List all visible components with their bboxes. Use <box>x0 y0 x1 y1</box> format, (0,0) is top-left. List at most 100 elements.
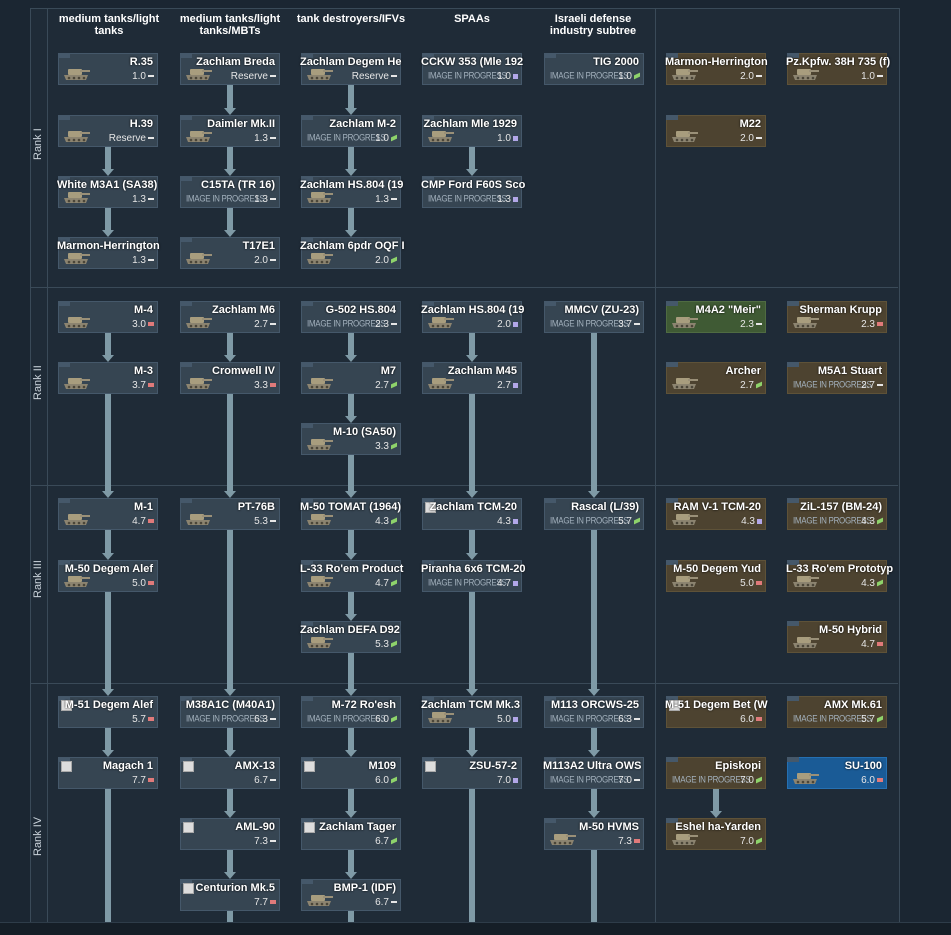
vehicle-card[interactable]: M-50 TOMAT (1964)4.3 <box>300 498 401 530</box>
vehicle-type-icon <box>391 75 397 78</box>
card-tab <box>544 757 556 762</box>
vehicle-type-icon <box>270 75 276 78</box>
tree-link <box>469 728 475 750</box>
tree-link <box>105 728 111 750</box>
tree-link <box>591 728 597 750</box>
tree-arrow <box>224 491 236 498</box>
tree-arrow <box>102 689 114 696</box>
vehicle-name: MMCV (ZU-23) <box>564 304 639 316</box>
card-tab <box>301 53 313 58</box>
broken-image-icon <box>425 761 436 772</box>
battle-rating-value: 5.7 <box>861 714 875 725</box>
vehicle-card[interactable]: M4A2 "Meir"2.3 <box>666 301 766 333</box>
image-placeholder: IMAGE IN PROGRESS <box>672 774 751 785</box>
vehicle-card[interactable]: M-10 (SA50)3.3 <box>301 423 401 455</box>
battle-rating-value: 5.0 <box>497 714 511 725</box>
vehicle-type-icon <box>634 323 640 326</box>
vehicle-card[interactable]: White M3A1 (SA38)1.3 <box>57 176 158 208</box>
card-tab <box>787 301 799 306</box>
vehicle-name: CMP Ford F60S Sco <box>421 179 526 191</box>
image-placeholder: IMAGE IN PROGRESS <box>550 70 629 81</box>
card-tab <box>180 176 192 181</box>
vehicle-name: M-10 (SA50) <box>333 426 396 438</box>
vehicle-name: R.35 <box>129 56 153 68</box>
battle-rating: 5.3 <box>375 639 397 650</box>
card-tab <box>58 115 70 120</box>
tree-arrow <box>224 689 236 696</box>
battle-rating-value: 2.0 <box>497 319 511 330</box>
image-placeholder: IMAGE IN PROGRESS <box>793 379 872 390</box>
tree-arrow <box>345 750 357 757</box>
card-tab <box>422 176 434 181</box>
vehicle-card[interactable]: Pz.Kpfw. 38H 735 (f)1.0 <box>786 53 890 85</box>
card-tab <box>666 301 678 306</box>
vehicle-type-icon <box>756 137 762 140</box>
image-placeholder: IMAGE IN PROGRESS <box>307 132 386 143</box>
vehicle-card[interactable]: BMP-1 (IDF)6.7 <box>301 879 401 911</box>
battle-rating: 2.7 <box>861 380 883 391</box>
vehicle-name: Episkopi <box>715 760 761 772</box>
